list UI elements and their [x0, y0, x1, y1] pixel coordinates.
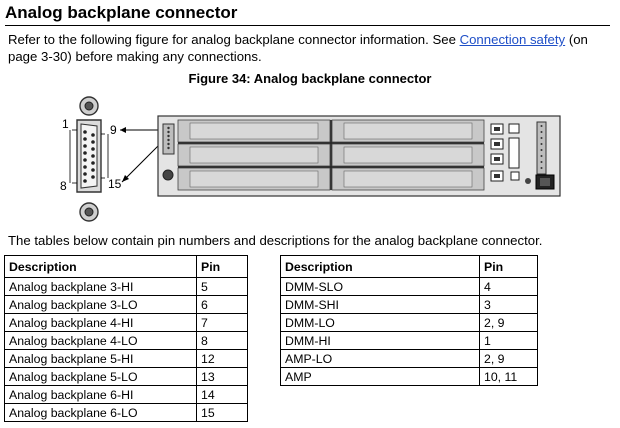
description-cell: DMM-SHI — [280, 295, 480, 314]
description-cell: Analog backplane 5-HI — [4, 349, 197, 368]
pin-cell: 1 — [479, 331, 538, 350]
chassis-rear-panel-illustration — [157, 115, 561, 197]
power-inlet-icon — [525, 174, 555, 190]
description-cell: Analog backplane 6-HI — [4, 385, 197, 404]
description-cell: Analog backplane 5-LO — [4, 367, 197, 386]
pin-cell: 14 — [196, 385, 248, 404]
description-cell: Analog backplane 4-LO — [4, 331, 197, 350]
backplane-figure: 1 8 9 15 — [50, 92, 570, 230]
figure-caption: Figure 34: Analog backplane connector — [188, 71, 432, 86]
pin-cell: 13 — [196, 367, 248, 386]
pin-cell: 2, 9 — [479, 313, 538, 332]
description-cell: DMM-HI — [280, 331, 480, 350]
pin-cell: 2, 9 — [479, 349, 538, 368]
section-heading: Analog backplane connector — [5, 3, 610, 26]
pin-label-1: 1 — [62, 117, 69, 131]
header-pin: Pin — [196, 255, 248, 278]
ground-screw-icon — [162, 169, 174, 181]
description-cell: Analog backplane 4-HI — [4, 313, 197, 332]
description-cell: AMP — [280, 367, 480, 386]
description-cell: Analog backplane 3-HI — [4, 277, 197, 296]
connection-safety-link[interactable]: Connection safety — [459, 32, 566, 47]
intro-text-after: (on page 3-30) before making any connect… — [8, 32, 588, 64]
pin-cell: 7 — [196, 313, 248, 332]
pin-cell: 5 — [196, 277, 248, 296]
db15-connector-illustration: 1 8 9 15 — [60, 96, 161, 222]
pin-cell: 12 — [196, 349, 248, 368]
pin-cell: 4 — [479, 277, 538, 296]
pin-label-9: 9 — [110, 123, 117, 137]
table-header-row: Description Pin — [280, 255, 538, 278]
pin-cell: 8 — [196, 331, 248, 350]
top-screw-icon — [79, 96, 99, 116]
intro-paragraph: Refer to the following figure for analog… — [8, 31, 608, 65]
intro-text-before: Refer to the following figure for analog… — [8, 32, 460, 47]
description-cell: Analog backplane 3-LO — [4, 295, 197, 314]
pin-cell: 10, 11 — [479, 367, 538, 386]
pin-label-15: 15 — [108, 177, 122, 191]
gpib-connector-icon — [536, 121, 547, 175]
description-cell: AMP-LO — [280, 349, 480, 368]
pin-cell: 6 — [196, 295, 248, 314]
pin-cell: 3 — [479, 295, 538, 314]
table-intro-text: The tables below contain pin numbers and… — [8, 233, 543, 248]
header-description: Description — [280, 255, 480, 278]
pin-cell: 15 — [196, 403, 248, 422]
description-cell: DMM-LO — [280, 313, 480, 332]
bottom-screw-icon — [79, 202, 99, 222]
header-pin: Pin — [479, 255, 538, 278]
header-description: Description — [4, 255, 197, 278]
description-cell: DMM-SLO — [280, 277, 480, 296]
table-header-row: Description Pin — [4, 255, 248, 278]
description-cell: Analog backplane 6-LO — [4, 403, 197, 422]
pin-label-8: 8 — [60, 179, 67, 193]
